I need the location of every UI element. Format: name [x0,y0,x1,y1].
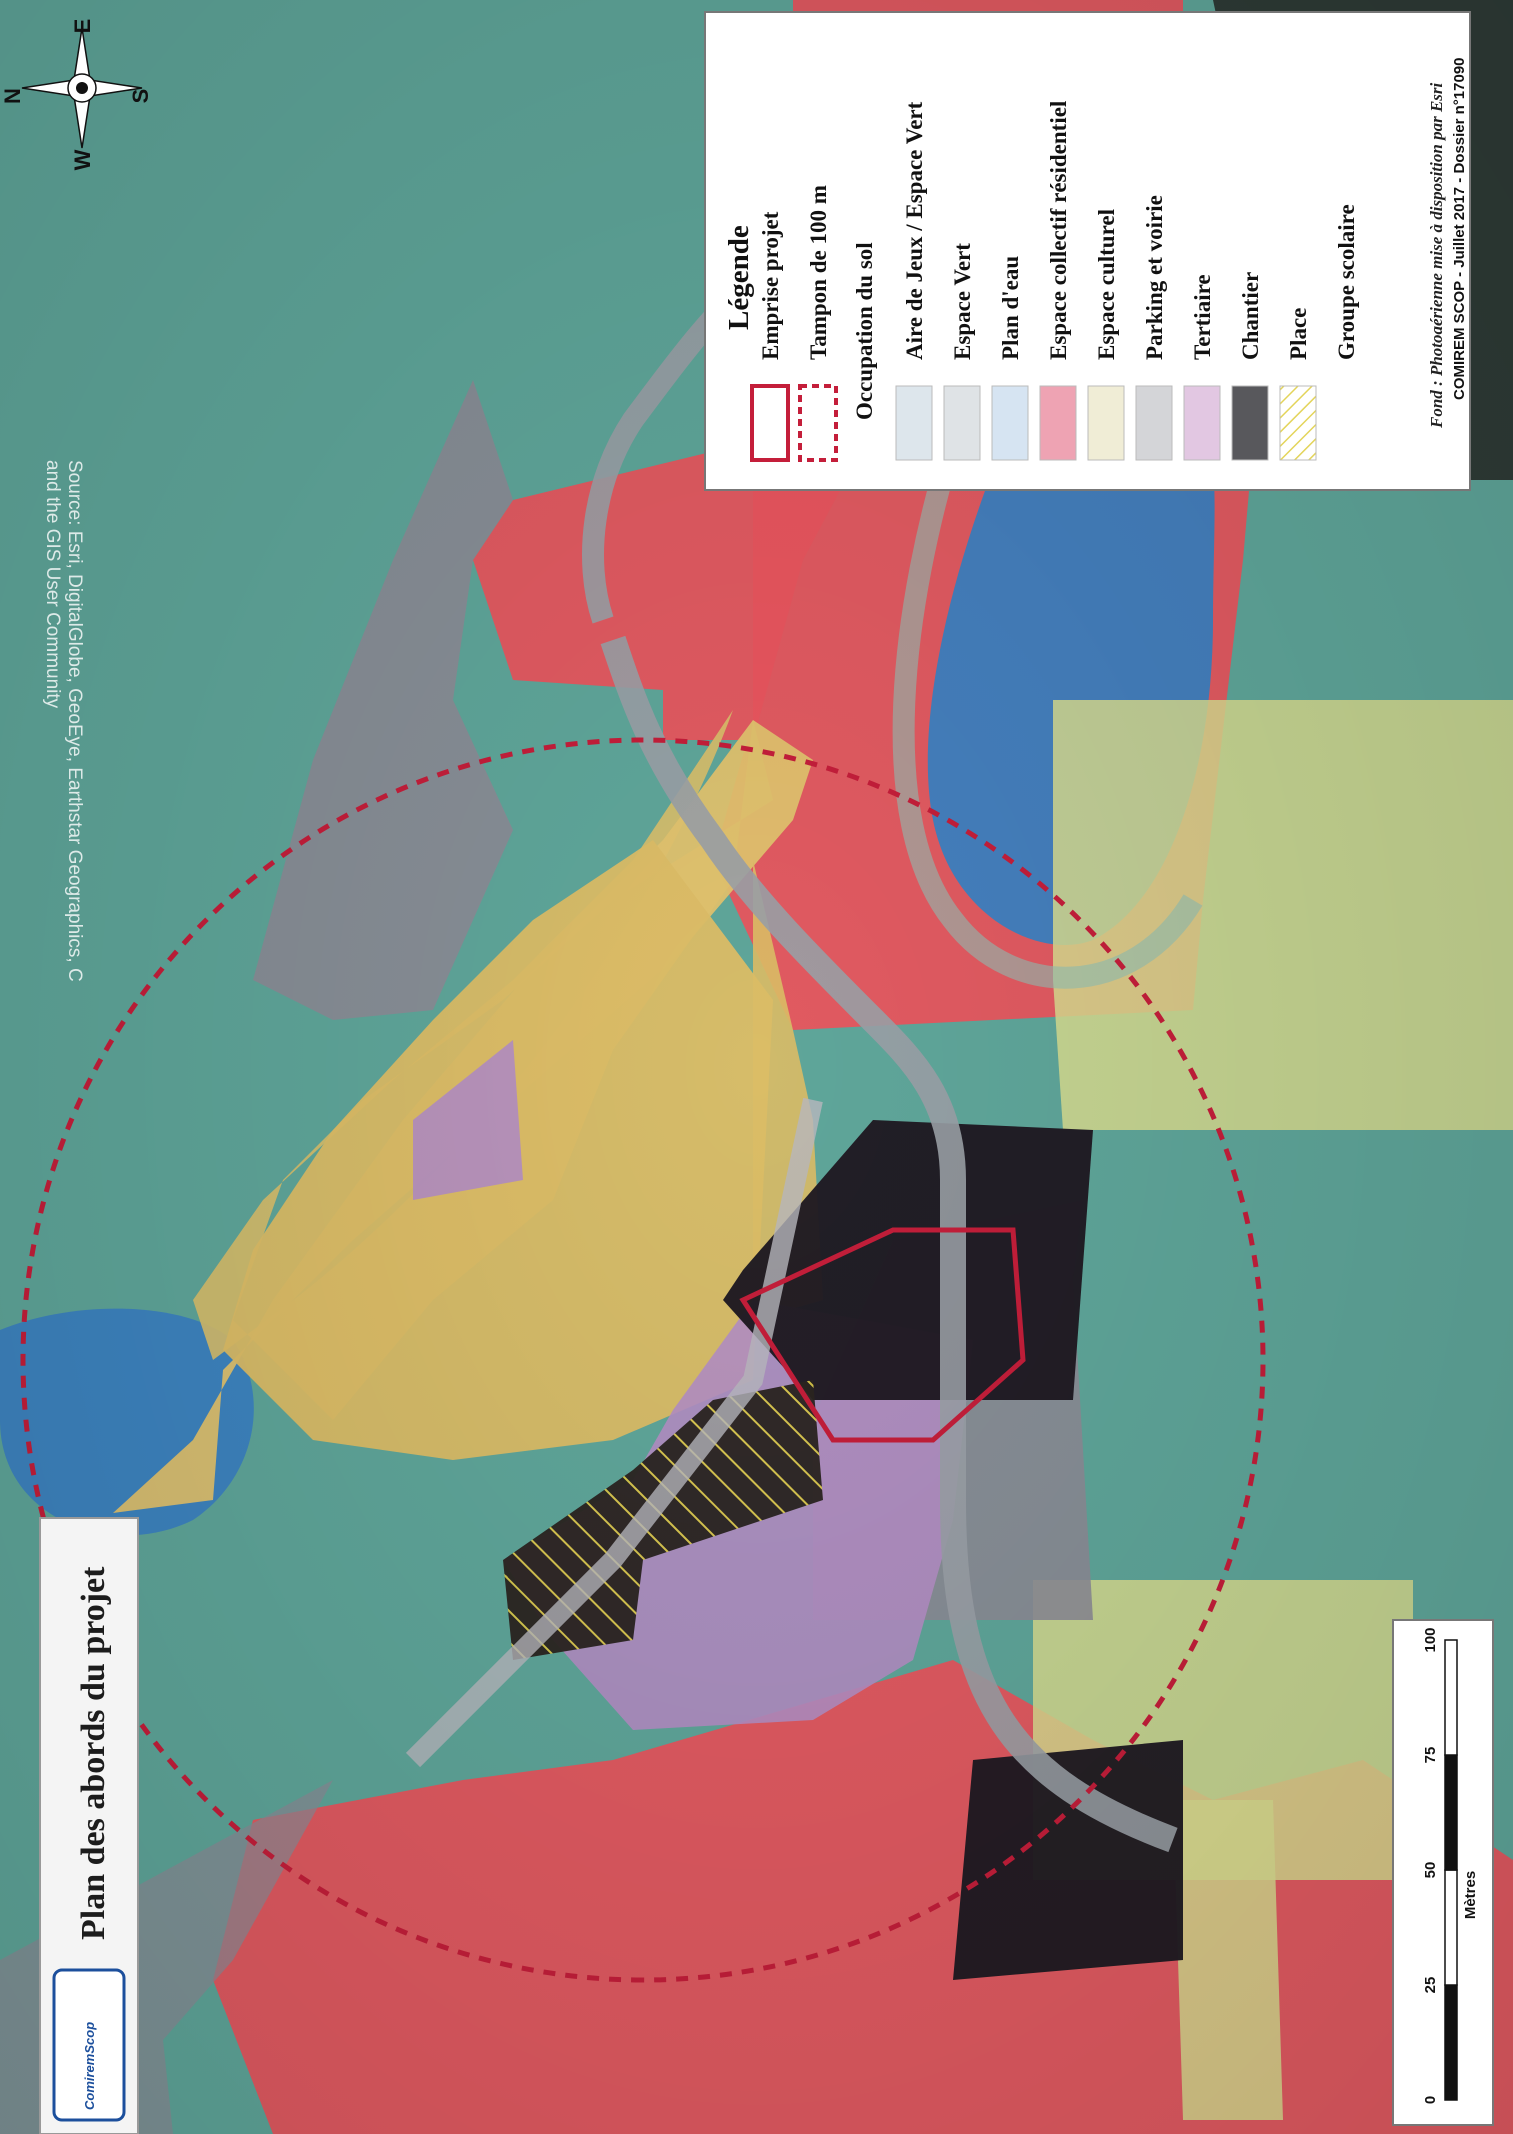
legend-title: Légende [723,225,755,330]
scale-segment [1444,1984,1458,2101]
legend-label: Espace Vert [950,243,975,360]
legend-label: Chantier [1238,272,1263,360]
compass-rose: N E S W [0,19,153,171]
legend-swatch-5 [1135,385,1173,461]
legend-label: Tampon de 100 m [806,185,831,360]
compass-s: S [128,89,153,104]
scale-segment [1444,1639,1458,1756]
legend-items: Emprise projet Tampon de 100 m Occupation … [750,101,1364,462]
source-line-2: and the GIS User Community [42,460,63,709]
credit-line: COMIREM SCOP - Juillet 2017 - Dossier n°… [1451,57,1468,400]
legend-swatch-emprise [750,384,790,462]
legend-swatch-8 [1279,385,1317,461]
company-logo [52,1968,126,2122]
legend-swatch-0 [895,385,933,461]
legend-swatch-3 [1039,385,1077,461]
legend-swatch-1 [943,385,981,461]
legend-swatch-7 [1231,385,1269,461]
compass-e: E [70,19,95,34]
compass-w: W [70,149,95,170]
legend-label: Espace culturel [1094,209,1119,360]
legend-swatch-tampon [798,384,838,462]
logo-text: ComiremScop [82,2022,97,2110]
source-attribution: Source: Esri, DigitalGlobe, GeoEye, Eart… [42,460,85,982]
scale-tick-label: 0 [1422,2096,1439,2104]
scale-segment [1444,1754,1458,1871]
scale-bar-panel: 0 25 50 75 100 Mètres [1392,1619,1494,2126]
compass-n: N [0,88,25,104]
legend-label: Place [1286,308,1311,360]
source-line-1: Source: Esri, DigitalGlobe, GeoEye, Eart… [64,460,85,982]
scale-bar: 0 25 50 75 100 [1422,1627,1458,2104]
scale-segment [1444,1869,1458,1986]
scale-tick-label: 75 [1422,1747,1439,1764]
legend-label: Tertiaire [1190,274,1215,360]
scale-bar-bg [1392,1619,1494,2126]
legend-label: Emprise projet [758,211,783,360]
legend-landuse-title: Occupation du sol [852,242,877,420]
legend-label: Plan d'eau [998,256,1023,360]
scale-tick-label: 100 [1422,1627,1439,1652]
fond-line: Fond : Photoaérienne mise à disposition … [1427,82,1446,429]
legend-swatch-9 [1328,386,1364,460]
legend-panel: Légende Emprise projet Tampon de 100 m Occ… [704,11,1471,491]
legend-label: Espace collectif résidentiel [1046,101,1071,360]
map-title: Plan des abords du projet [75,1566,112,1940]
scale-unit: Mètres [1462,1871,1479,1919]
legend-swatch-2 [991,385,1029,461]
legend-label: Aire de Jeux / Espace Vert [902,101,927,360]
title-panel: ComiremScop Plan des abords du projet [39,1517,139,2134]
scale-tick-label: 25 [1422,1977,1439,1994]
legend-swatch-4 [1087,385,1125,461]
legend-swatch-6 [1183,385,1221,461]
legend-label: Groupe scolaire [1334,204,1359,360]
scale-tick-label: 50 [1422,1862,1439,1879]
legend-label: Parking et voirie [1142,195,1167,360]
